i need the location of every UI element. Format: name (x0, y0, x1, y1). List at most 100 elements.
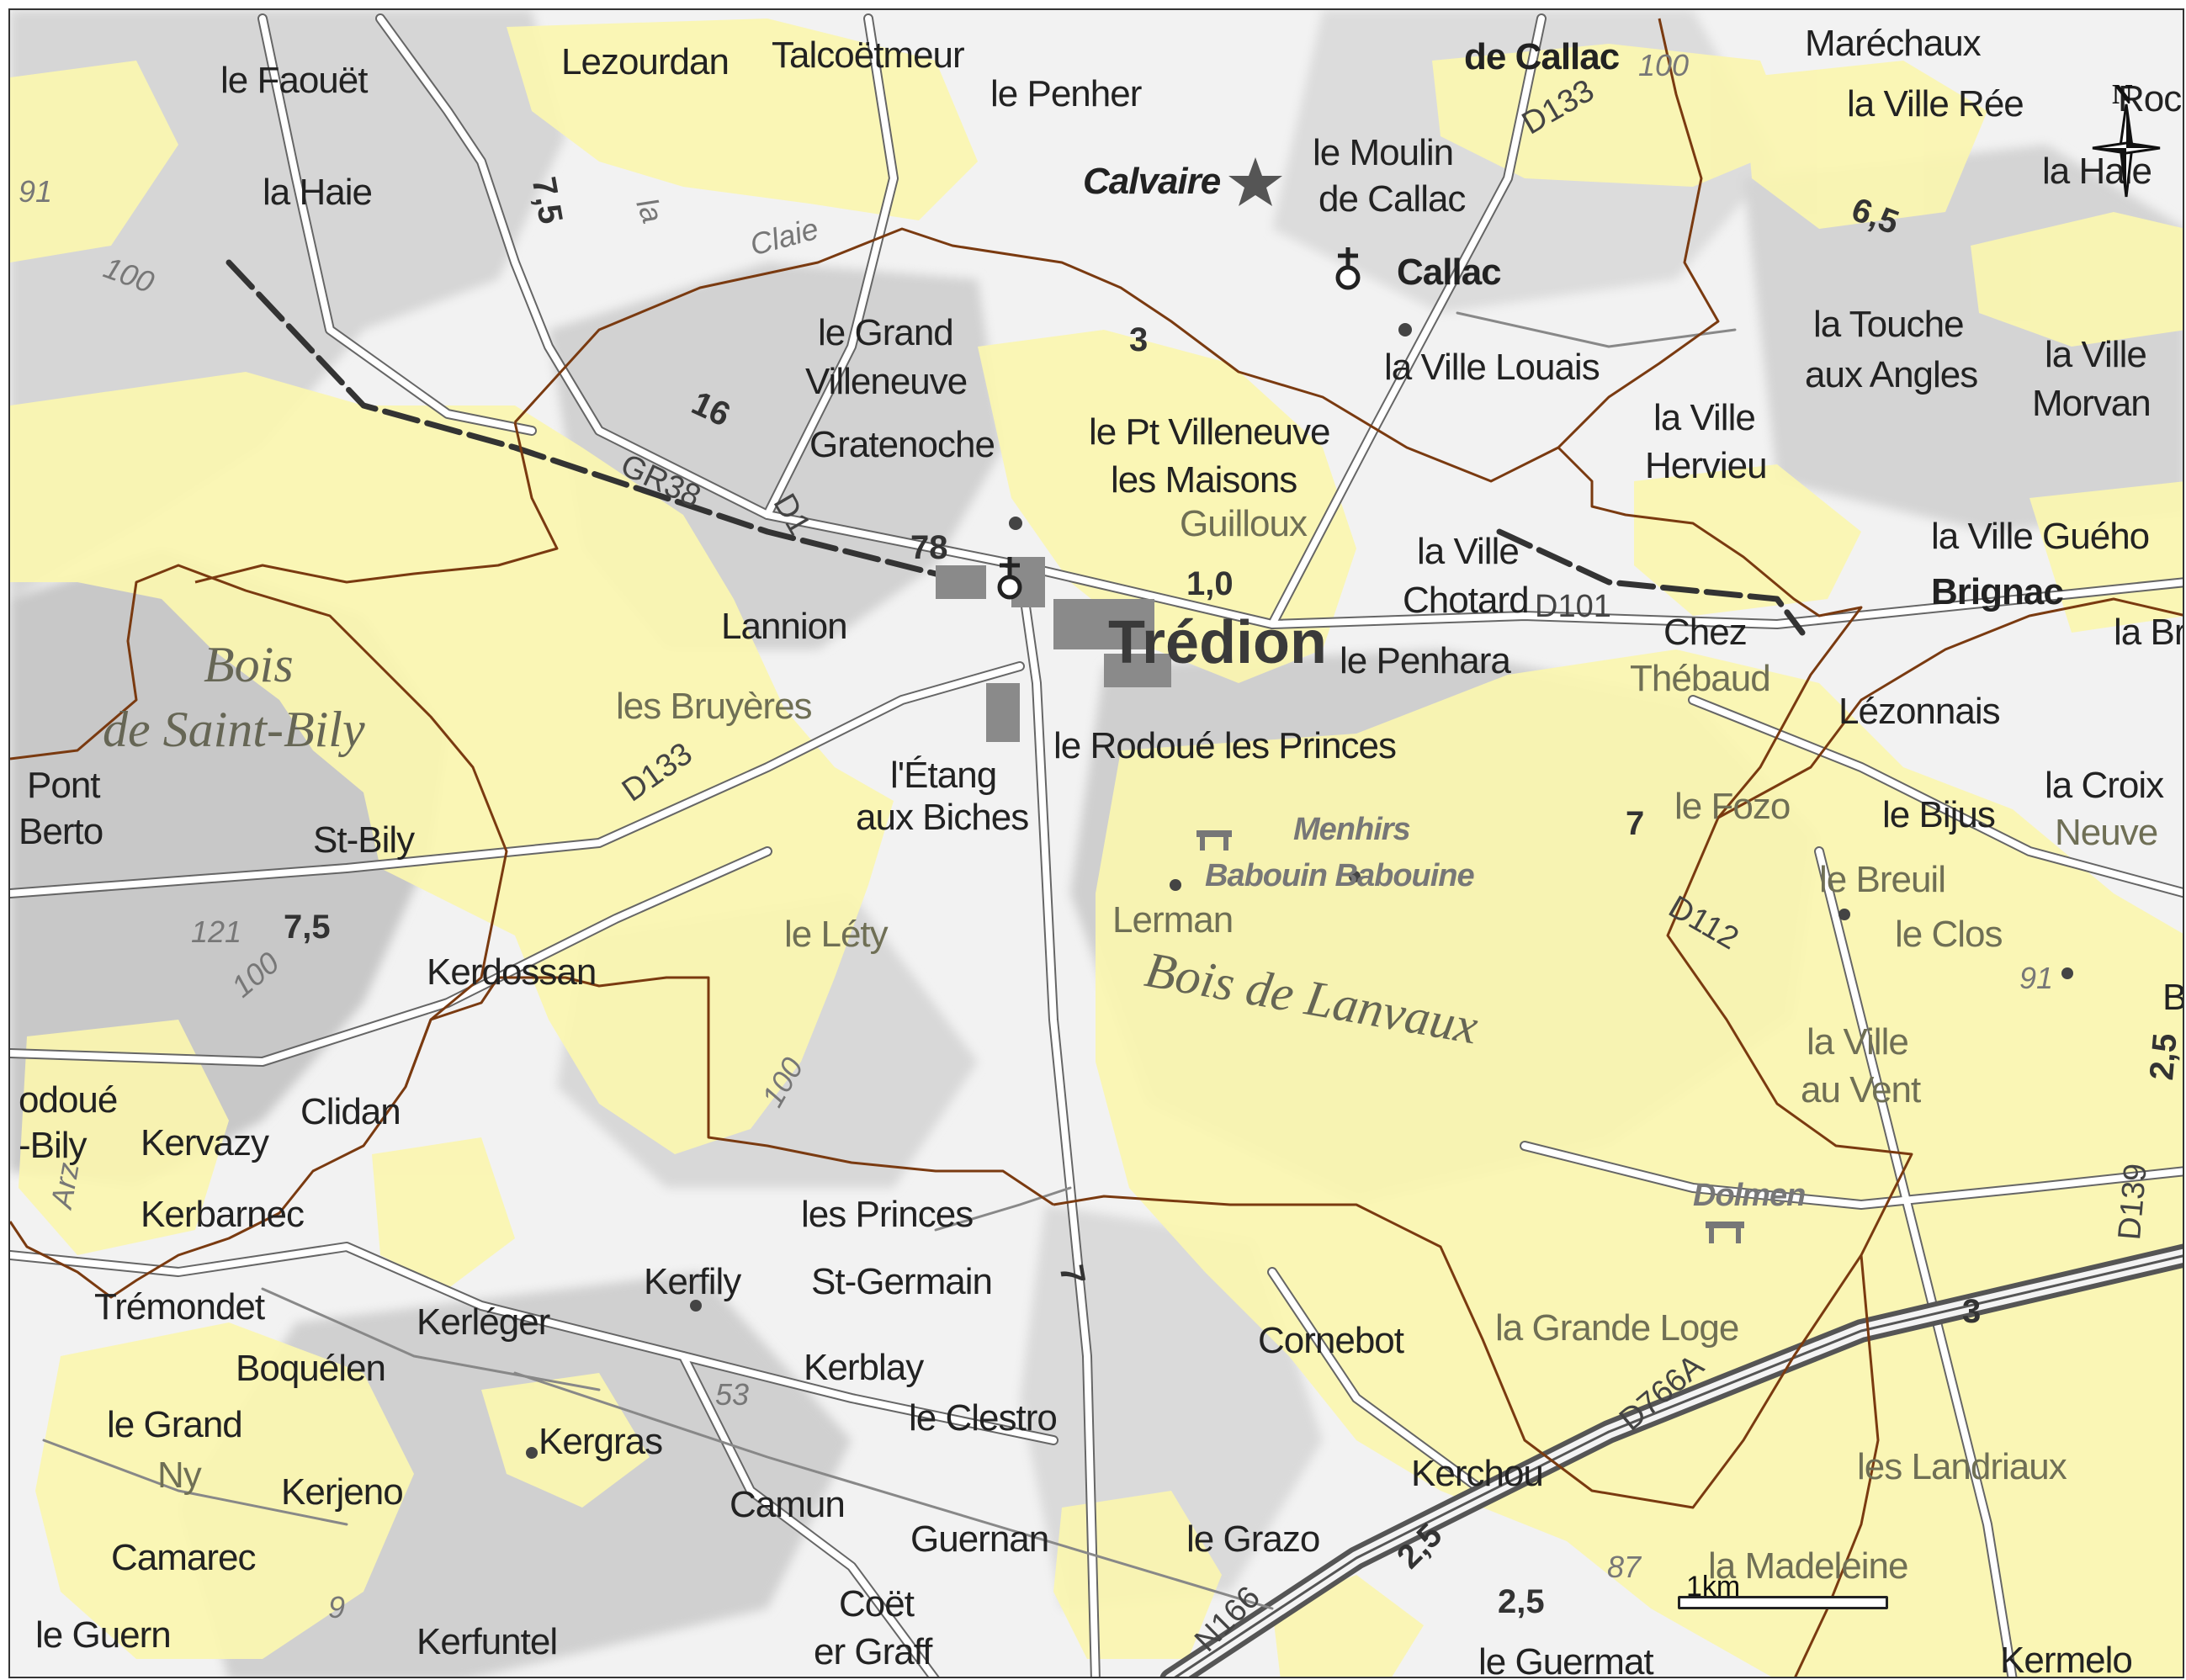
label-le-breuil: le Breuil (1819, 859, 1946, 900)
label-n25b: 2,5 (1498, 1583, 1545, 1620)
label-la-ville-morvan-1: la Ville (2045, 334, 2147, 375)
monument-symbols (1196, 830, 1744, 1243)
label-les-princes: les Princes (801, 1194, 974, 1235)
label-la-ville-chotard-2: Chotard (1403, 580, 1530, 621)
label-be: Be (2162, 977, 2184, 1018)
calvaire-star-icon (1228, 157, 1282, 206)
label-letang-1: l'Étang (890, 755, 997, 796)
label-f53: 53 (715, 1377, 750, 1412)
label-de-callac: de Callac (1464, 36, 1620, 77)
label-kervazy: Kervazy (141, 1122, 269, 1163)
label-chez-thebaud-1: Chez (1663, 612, 1748, 653)
label-dolmen: Dolmen (1693, 1178, 1806, 1213)
label-la-ville-hervieu-1: la Ville (1653, 397, 1756, 438)
label-d101: D101 (1535, 589, 1611, 624)
label-le-grazo: le Grazo (1186, 1518, 1320, 1560)
village-dots (526, 323, 2073, 1459)
label-le-moulin-de-callac-1: le Moulin (1313, 132, 1454, 173)
label-kerblay: Kerblay (804, 1347, 924, 1388)
label-tredion: Trédion (1108, 609, 1328, 676)
label-f91b: 91 (2019, 961, 2054, 995)
label-coet-er-graff-2: er Graff (814, 1631, 932, 1672)
map-canvas[interactable] (10, 10, 2184, 1678)
label-les-bruyeres: les Bruyères (616, 686, 813, 727)
label-kermelo: Kermelo (2000, 1640, 2133, 1678)
label-la-croix-neuve-2: Neuve (2055, 812, 2158, 853)
label-la-touche-1: la Touche (1813, 304, 1965, 345)
label-marechaux: Maréchaux (1805, 23, 1982, 64)
label-menhirs: Menhirs (1293, 812, 1411, 847)
label-la-croix-neuve-1: la Croix (2045, 765, 2164, 806)
label-kerdossan: Kerdossan (427, 951, 597, 993)
label-tremondet: Trémondet (94, 1286, 265, 1328)
label-la-ville-ree: la Ville Rée (1847, 83, 2024, 125)
label-la-ville-hervieu-2: Hervieu (1645, 445, 1768, 486)
label-f87: 87 (1607, 1550, 1642, 1584)
label-f91a: 91 (19, 174, 53, 209)
label-kerleger: Kerléger (417, 1301, 550, 1343)
town-tredion (936, 557, 1171, 742)
label-callac: Callac (1397, 252, 1502, 293)
church-symbols (997, 247, 1361, 600)
label-kerchou: Kerchou (1411, 1453, 1544, 1494)
label-kerfily: Kerfily (644, 1261, 741, 1302)
label-pont-berto-2: Berto (19, 811, 103, 852)
label-la-haie-e: la Haie (2042, 151, 2152, 192)
label-st-germain: St-Germain (811, 1261, 993, 1302)
label-la-madeleine: la Madeleine (1708, 1545, 1908, 1587)
north-label: N (2112, 79, 2133, 110)
label-kerjeno: Kerjeno (281, 1471, 404, 1513)
label-f121: 121 (191, 914, 242, 949)
label-la-brousse: la Br (2114, 612, 2184, 653)
label-bois-st-bily-1: Bois (204, 637, 294, 692)
protected-boundary (10, 18, 2183, 1677)
label-clidan: Clidan (300, 1091, 401, 1132)
label-d139: D139 (2112, 1162, 2154, 1242)
label-bois-st-bily-2: de Saint-Bily (103, 702, 365, 757)
label-rodoue-1: odoué (19, 1079, 118, 1121)
label-n75a: 7,5 (524, 174, 570, 227)
label-rocat: Roca (2118, 78, 2183, 119)
label-le-clos: le Clos (1895, 914, 2003, 955)
label-la-haie-w: la Haie (263, 172, 373, 213)
label-lezonnais: Lézonnais (1838, 691, 2001, 732)
label-letang-2: aux Biches (856, 797, 1029, 838)
label-st-bily: St-Bily (313, 819, 415, 861)
label-les-maisons-2: Guilloux (1180, 503, 1308, 544)
label-chez-thebaud-2: Thébaud (1630, 658, 1771, 699)
label-n10: 1,0 (1186, 565, 1234, 602)
label-n78: 78 (910, 529, 948, 566)
label-le-clestro: le Clestro (909, 1397, 1058, 1439)
label-la-touche-2: aux Angles (1805, 354, 1978, 395)
north-arrow: N (2088, 79, 2164, 205)
label-kerfuntel: Kerfuntel (417, 1621, 558, 1662)
label-la-ville-au-vent-1: la Ville (1807, 1021, 1909, 1063)
label-pont-berto-1: Pont (27, 765, 101, 806)
label-la-grande-loge: la Grande Loge (1495, 1307, 1739, 1349)
label-camarec: Camarec (111, 1537, 256, 1578)
label-le-guermat: le Guermat (1478, 1641, 1654, 1678)
roads (10, 13, 2183, 1677)
label-le-lety: le Léty (784, 914, 889, 955)
label-lerman: Lerman (1112, 899, 1234, 941)
label-gratenoche: Gratenoche (809, 424, 995, 465)
label-calvaire: Calvaire (1083, 161, 1221, 202)
label-guernan: Guernan (910, 1518, 1049, 1560)
label-n3a: 3 (1129, 321, 1149, 358)
label-n75b: 7,5 (284, 909, 331, 946)
label-talcoetmeur: Talcoëtmeur (772, 34, 965, 76)
label-coet-er-graff-1: Coët (839, 1583, 915, 1624)
label-lannion: Lannion (721, 606, 848, 647)
label-f100d: 100 (1638, 48, 1690, 82)
label-pt-villeneuve: le Pt Villeneuve (1089, 411, 1330, 453)
label-le-grand-ny-1: le Grand (107, 1404, 243, 1445)
label-les-landriaux: les Landriaux (1857, 1446, 2067, 1487)
label-brignac: Brignac (1931, 571, 2064, 612)
label-le-faouet: le Faouët (220, 60, 368, 101)
label-n7a: 7 (1626, 805, 1645, 842)
label-rodoue-2: -Bily (19, 1125, 88, 1166)
label-la-ville-louais: la Ville Louais (1384, 347, 1600, 388)
label-le-bijus: le Bijus (1882, 794, 1996, 835)
label-kergras: Kergras (539, 1421, 663, 1462)
